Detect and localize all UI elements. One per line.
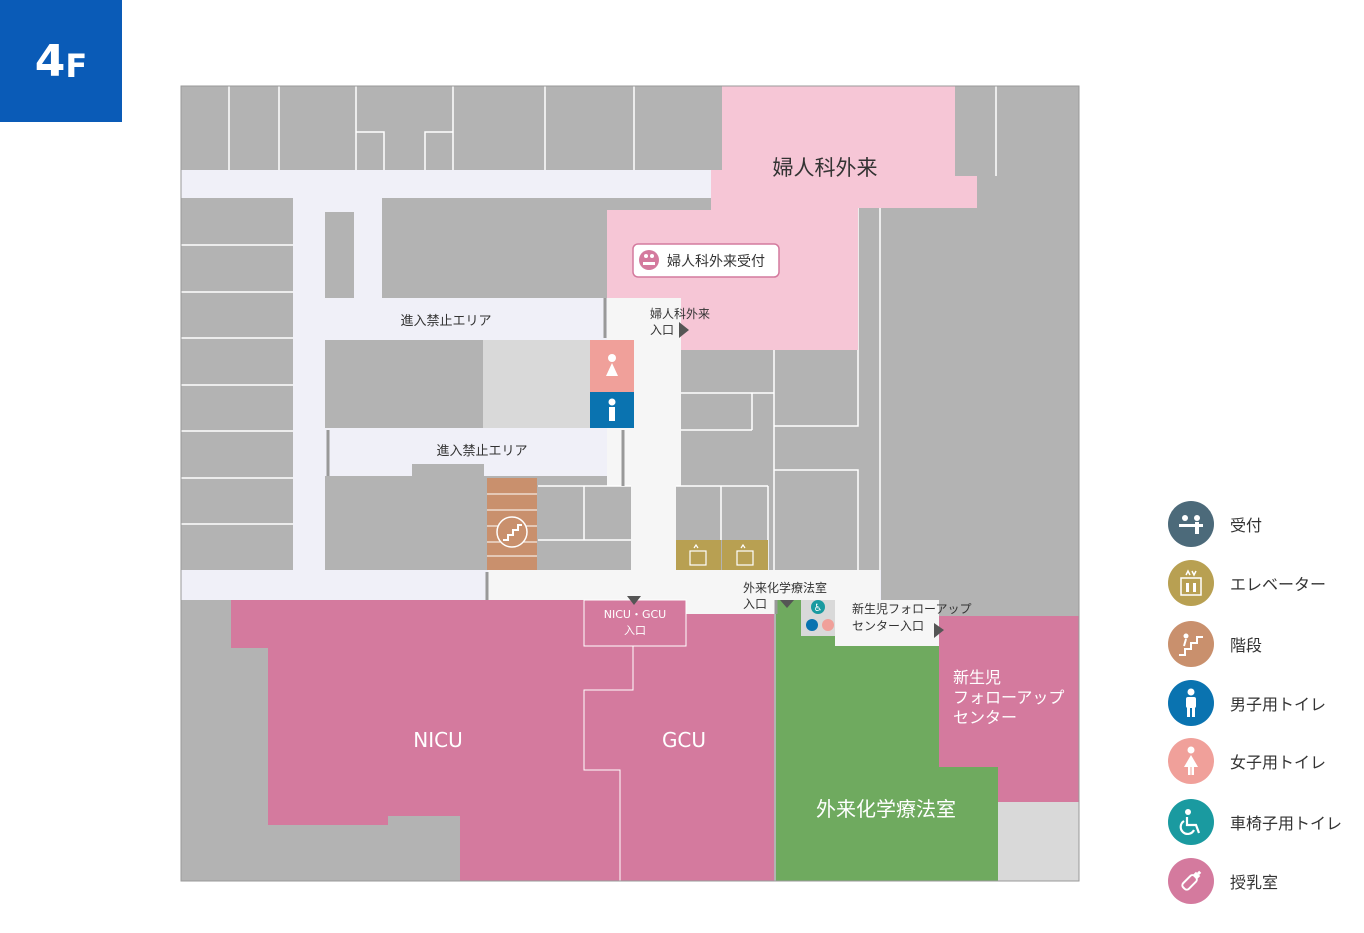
- legend-elevator: エレベーター: [1168, 559, 1326, 607]
- female-toilet-icon: [1168, 738, 1214, 784]
- legend-label: 階段: [1230, 636, 1263, 655]
- restricted-room: [483, 340, 590, 428]
- follow-entrance-label-1: 新生児フォローアップ: [852, 601, 972, 616]
- legend-label: 車椅子用トイレ: [1230, 814, 1343, 833]
- nicu-entrance-label-2: 入口: [624, 624, 646, 637]
- elevator-icon: [1168, 560, 1214, 606]
- gyn-entrance-label-1: 婦人科外来: [650, 306, 710, 321]
- male-small-icon: [806, 619, 818, 631]
- wall-notch: [412, 464, 484, 476]
- map-outline: [180, 85, 1080, 882]
- chemo-entrance-label-2: 入口: [743, 597, 767, 611]
- chemo-area: [776, 600, 998, 881]
- room-follow-up-3: センター: [953, 708, 1017, 727]
- gcu-area: [584, 614, 774, 881]
- floor-number: 4: [34, 35, 66, 87]
- gyn-entrance-arrow: [679, 322, 689, 338]
- gyn-reception-badge[interactable]: [632, 243, 780, 278]
- room-follow-up-1: 新生児: [953, 668, 1001, 687]
- legend-reception: 受付: [1168, 500, 1262, 548]
- no-entry-label-2: 進入禁止エリア: [436, 444, 527, 459]
- nicu-gcu-entrance-area: [583, 599, 687, 647]
- follow-entrance-label-2: センター入口: [852, 619, 924, 633]
- wheelchair-icon: [811, 600, 825, 614]
- gynecology-area: [607, 86, 977, 350]
- room-nicu: NICU: [413, 728, 462, 752]
- legend-label: 男子用トイレ: [1230, 695, 1327, 714]
- follow-up-area: [939, 616, 1079, 802]
- legend-wheelchair-toilet: 車椅子用トイレ: [1168, 798, 1342, 846]
- nicu-area: [231, 600, 633, 881]
- no-entry-label-1: 進入禁止エリア: [400, 314, 491, 329]
- stairs-icon: [1168, 621, 1214, 667]
- floor-unit: F: [65, 47, 88, 85]
- gyn-reception-label: 婦人科外来受付: [667, 253, 765, 270]
- legend-female-toilet: 女子用トイレ: [1168, 737, 1326, 785]
- room-follow-up-2: フォローアップ: [953, 688, 1064, 707]
- wheelchair-glyph: ♿: [814, 603, 823, 614]
- room-gcu: GCU: [662, 728, 706, 752]
- storage-room: [998, 802, 1079, 881]
- top-room-dividers: [228, 86, 997, 176]
- nicu-entrance-arrow: [627, 596, 641, 605]
- reception-icon: [639, 250, 659, 270]
- legend-nursing-room: 授乳室: [1168, 857, 1278, 905]
- legend-label: 授乳室: [1230, 873, 1279, 892]
- female-small-icon: [822, 619, 834, 631]
- elevator-icon: [689, 543, 754, 566]
- chemo-entrance-label-1: 外来化学療法室: [743, 580, 827, 595]
- legend-label: 女子用トイレ: [1230, 753, 1327, 772]
- reception-icon: [1168, 501, 1214, 547]
- room-chemo: 外来化学療法室: [816, 797, 956, 821]
- wheelchair-toilet-icon: [1168, 799, 1214, 845]
- chemo-entrance-arrow: [780, 600, 794, 608]
- nursing-room-icon: [1168, 858, 1214, 904]
- female-toilet-icon: [608, 354, 616, 362]
- legend-male-toilet: 男子用トイレ: [1168, 679, 1326, 727]
- left-room-dividers: [181, 244, 293, 525]
- legend-label: エレベーター: [1230, 575, 1327, 594]
- gyn-entrance-label-2: 入口: [650, 323, 674, 337]
- stair-well: [335, 212, 354, 286]
- nicu-entrance-label-1: NICU・GCU: [604, 608, 666, 621]
- nicu-gcu-divider: [583, 646, 634, 881]
- legend-label: 受付: [1230, 516, 1263, 535]
- male-toilet-icon: [1168, 680, 1214, 726]
- room-gynecology: 婦人科外来: [773, 156, 878, 180]
- legend-stairs: 階段: [1168, 620, 1262, 668]
- male-toilet-icon: [608, 398, 616, 406]
- wall-accents: [326, 298, 778, 614]
- follow-entrance-arrow: [934, 623, 944, 638]
